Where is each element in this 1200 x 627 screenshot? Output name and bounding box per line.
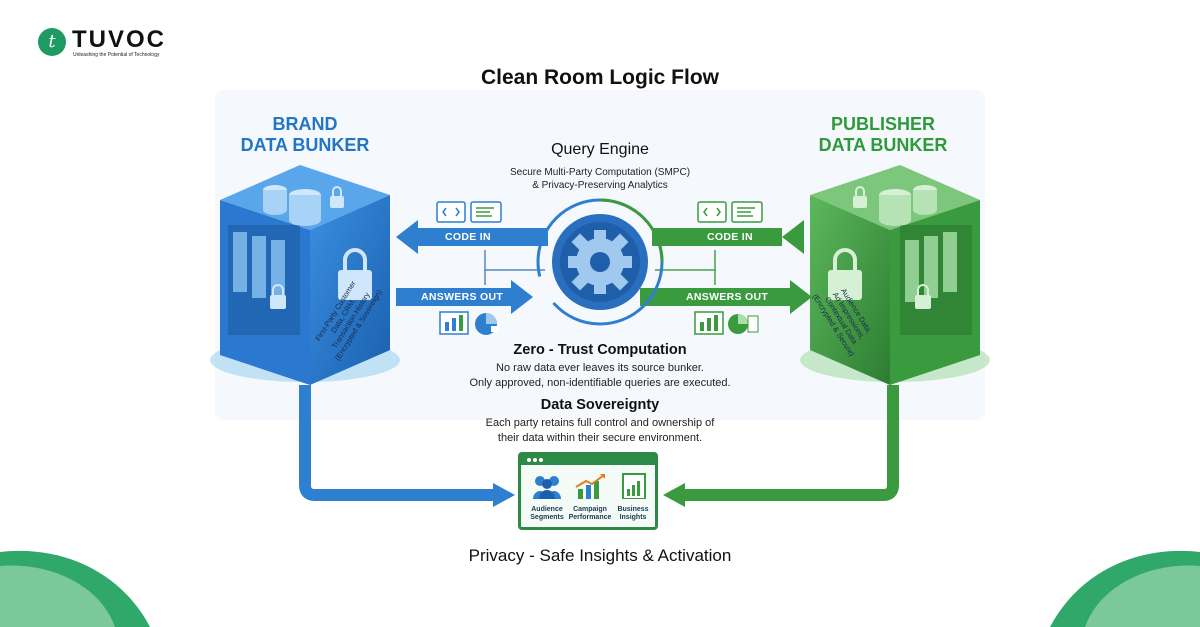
code-in-arrow-left — [396, 220, 548, 254]
dashboard-label: Segments — [530, 514, 564, 521]
lock-icon — [330, 186, 344, 208]
chart-icon-right — [694, 311, 759, 335]
code-icon-right — [697, 201, 763, 223]
database-icon — [879, 185, 937, 226]
data-sovereignty-title: Data Sovereignty — [540, 397, 660, 413]
data-sovereignty-text: Each party retains full control and owne… — [400, 416, 800, 446]
data-sovereignty-line1: Each party retains full control and owne… — [485, 417, 715, 429]
lock-icon-small — [270, 284, 286, 309]
campaign-chart-icon — [575, 474, 605, 499]
tuvoc-logo[interactable]: t TUVOC Unleashing the Potential of Tech… — [38, 26, 188, 62]
logo-mark-icon: t — [38, 28, 66, 56]
insights-doc-icon — [622, 473, 646, 500]
brand-bunker-title: BRAND DATA BUNKER — [205, 114, 405, 156]
page-title: Clean Room Logic Flow — [480, 66, 719, 89]
bottom-right-wave-light — [1085, 565, 1200, 627]
brand-to-insights-arrow — [299, 385, 515, 507]
connector-lines-right — [655, 250, 716, 285]
database-icon — [263, 185, 321, 226]
publisher-bunker-title-line2: DATA BUNKER — [818, 135, 948, 155]
code-icon-left — [436, 201, 502, 223]
lock-icon-large — [338, 248, 372, 300]
dashboard-label: Audience — [531, 506, 563, 513]
publisher-bunker-title: PUBLISHER DATA BUNKER — [783, 114, 983, 156]
logo-text: TUVOC — [72, 26, 166, 53]
logo-tagline: Unleashing the Potential of Technology — [73, 52, 160, 58]
chart-icon-left — [439, 311, 499, 335]
query-engine-subtitle-line1: Secure Multi-Party Computation (SMPC) — [509, 167, 691, 178]
connector-lines-left — [484, 250, 545, 285]
insights-caption: Privacy - Safe Insights & Activation — [468, 546, 732, 565]
zero-trust-title: Zero - Trust Computation — [513, 342, 687, 358]
lock-icon-large — [828, 248, 862, 300]
zero-trust-text: No raw data ever leaves its source bunke… — [400, 361, 800, 391]
code-in-arrow-right — [652, 220, 804, 254]
dashboard-label: Insights — [619, 514, 647, 521]
audience-icon — [533, 476, 561, 499]
answers-out-label-left: ANSWERS OUT — [421, 291, 504, 303]
query-engine-subtitle: Secure Multi-Party Computation (SMPC) & … — [450, 166, 750, 192]
brand-bunker-title-line2: DATA BUNKER — [240, 135, 370, 155]
bottom-left-wave-light — [0, 565, 115, 627]
window-dots-icon — [527, 458, 543, 462]
answers-out-label-right: ANSWERS OUT — [686, 291, 769, 303]
dashboard-label: Campaign — [573, 506, 607, 513]
query-engine-gear-icon — [536, 198, 664, 326]
publisher-to-insights-arrow — [663, 385, 899, 507]
dashboard-titlebar — [521, 455, 655, 465]
dashboard-label: Business — [617, 506, 649, 513]
publisher-bunker-title-line1: PUBLISHER — [830, 114, 935, 134]
lock-icon-small — [915, 284, 931, 309]
zero-trust-line1: No raw data ever leaves its source bunke… — [496, 362, 704, 374]
lock-icon — [853, 186, 867, 208]
query-engine-title: Query Engine — [551, 141, 649, 158]
brand-bunker-title-line1: BRAND — [272, 114, 338, 134]
dashboard-label: Performance — [568, 514, 612, 521]
query-engine-subtitle-line2: & Privacy-Preserving Analytics — [532, 180, 668, 191]
zero-trust-line2: Only approved, non-identifiable queries … — [469, 377, 731, 389]
brand-bunker-cube — [210, 165, 400, 385]
code-in-label-right: CODE IN — [707, 231, 753, 243]
publisher-bunker-cube — [800, 165, 990, 385]
code-in-label-left: CODE IN — [445, 231, 491, 243]
data-sovereignty-line2: their data within their secure environme… — [497, 432, 703, 444]
answers-out-arrow-left — [396, 280, 533, 314]
answers-out-arrow-right — [640, 280, 812, 314]
